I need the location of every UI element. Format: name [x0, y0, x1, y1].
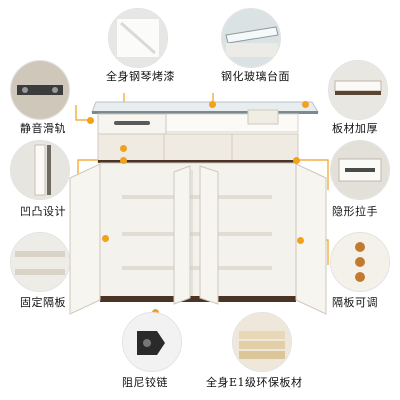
fixed-shelf-icon	[10, 232, 70, 292]
marker-dot	[302, 101, 309, 108]
e1-board-icon	[232, 312, 292, 372]
shelf-pins-icon	[330, 232, 390, 292]
marker-dot	[209, 101, 216, 108]
fixed-shelf-label: 固定隔板	[20, 296, 66, 309]
glass-top-icon	[221, 8, 281, 68]
piano-paint-label: 全身钢琴烤漆	[106, 70, 175, 83]
adjustable-shelf-label: 隔板可调	[332, 296, 378, 309]
gloss-panel-icon	[108, 8, 168, 68]
drawer-rail-icon	[10, 60, 70, 120]
concave-design-label: 凹凸设计	[20, 205, 66, 218]
hidden-handle-icon	[330, 140, 390, 200]
marker-dot	[102, 235, 109, 242]
hidden-handle-label: 隐形拉手	[332, 205, 378, 218]
marker-dot	[87, 117, 94, 124]
silent-rail-label: 静音滑轨	[20, 122, 66, 135]
hinge-icon	[122, 312, 182, 372]
groove-design-icon	[10, 140, 70, 200]
marker-dot	[293, 157, 300, 164]
tempered-glass-label: 钢化玻璃台面	[221, 70, 290, 83]
e1-board-label: 全身E1级环保板材	[206, 376, 303, 389]
marker-dot	[297, 237, 304, 244]
damper-hinge-label: 阻尼铰链	[122, 376, 168, 389]
thick-board-icon	[328, 60, 388, 120]
thick-board-label: 板材加厚	[332, 122, 378, 135]
marker-dot	[120, 145, 127, 152]
marker-dot	[120, 157, 127, 164]
